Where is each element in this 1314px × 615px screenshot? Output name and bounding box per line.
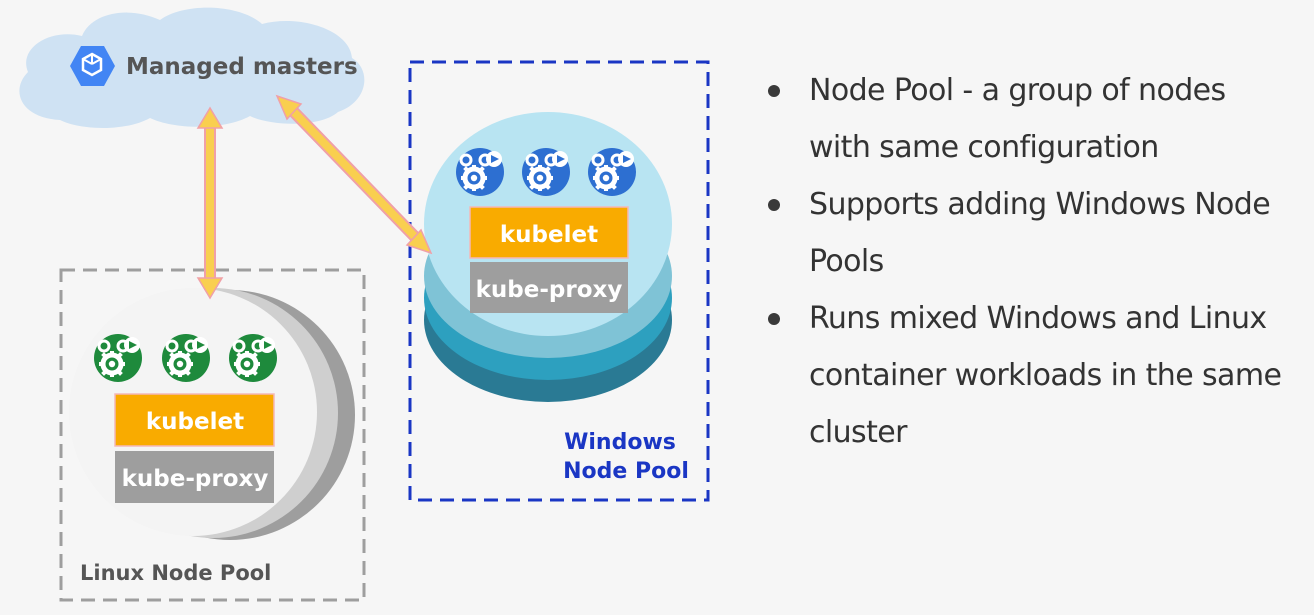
bullet-text-line: with same configuration [809, 130, 1159, 165]
bullet-item: Runs mixed Windows and Linux container w… [765, 290, 1285, 461]
double-arrow-icon [275, 94, 433, 255]
managed-masters-cloud: Managed masters [19, 7, 365, 128]
bullet-text-line: Pools [809, 244, 884, 279]
pod-gear-icon [94, 334, 142, 382]
windows-kubelet-box [469, 206, 629, 259]
bullet-text-line: Runs mixed Windows and Linux [809, 301, 1267, 336]
bullet-text-line: cluster [809, 415, 907, 450]
bullet-text-line: Supports adding Windows Node [809, 187, 1271, 222]
pod-gear-icon [588, 148, 636, 196]
pod-gear-icon [162, 334, 210, 382]
linux-kube-proxy-box [115, 451, 274, 503]
pod-gear-icon [229, 334, 277, 382]
linux-pool-title: Linux Node Pool [80, 561, 271, 585]
bullet-dot [768, 313, 780, 325]
windows-kubelet-label: kubelet [500, 222, 598, 248]
bullet-list: Node Pool - a group of nodes with same c… [765, 62, 1285, 461]
linux-kubelet-label: kubelet [146, 409, 244, 435]
windows-node-pool: kubelet kube-proxy Windows Node Pool [408, 60, 710, 502]
pod-gear-icon [522, 148, 570, 196]
linux-node-pool: kubelet kube-proxy Linux Node Pool [59, 268, 366, 602]
windows-kube-proxy-box [470, 262, 628, 313]
bullet-dot [768, 85, 780, 97]
bullet-dot [768, 199, 780, 211]
cloud-label: Managed masters [126, 54, 358, 80]
bullet-item: Node Pool - a group of nodes with same c… [765, 62, 1285, 176]
linux-kubelet-box [114, 393, 275, 447]
bullet-text-line: container workloads in the same [809, 358, 1282, 393]
double-arrow-icon [196, 106, 224, 300]
pod-gear-icon [456, 148, 504, 196]
windows-pool-title-line1: Windows [564, 430, 676, 455]
gke-hexagon-icon [70, 46, 115, 86]
bullet-text-line: Node Pool - a group of nodes [809, 73, 1226, 108]
linux-kube-proxy-label: kube-proxy [122, 466, 269, 492]
windows-pool-title-line2: Node Pool [563, 459, 689, 484]
bullet-item: Supports adding Windows Node Pools [765, 176, 1285, 290]
windows-kube-proxy-label: kube-proxy [476, 277, 623, 303]
